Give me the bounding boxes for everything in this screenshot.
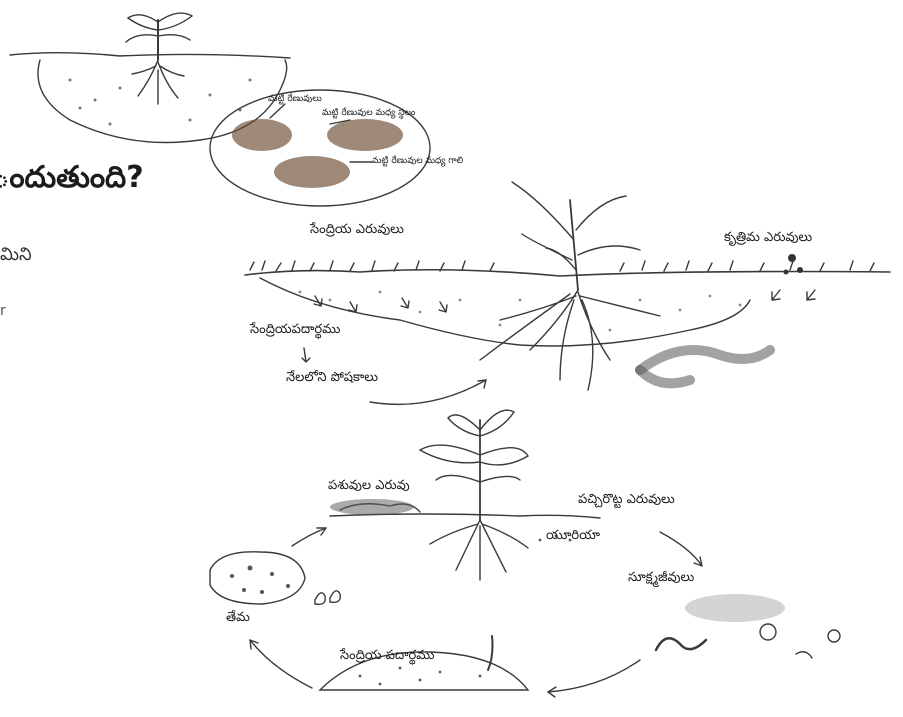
partial-text-char: r (0, 303, 6, 319)
label-green-manure: పచ్చిరొట్ట ఎరువులు (578, 492, 675, 510)
label-organic-matter: సేంద్రియపదార్థము (250, 322, 340, 340)
partial-heading: ందుతుంది? (0, 160, 144, 202)
label-microbes: సూక్ష్మజీవులు (628, 570, 694, 588)
label-urea: యూరియా (546, 528, 600, 546)
partial-text-line: మిని (0, 244, 32, 269)
label-chemical-fertilizers: కృత్రిమ ఎరువులు (724, 230, 812, 248)
label-soil-particles: మట్టి రేణువులు (268, 94, 322, 106)
label-organic-fertilizers: సేంద్రియ ఎరువులు (310, 222, 404, 240)
label-organic-substance: సేంద్రియ పదార్థము (340, 648, 434, 666)
label-soil-nutrients: నేలలోని పోషకాలు (286, 370, 378, 388)
label-space-between-particles: మట్టి రేణువుల మధ్య స్థలం (322, 108, 416, 120)
nutrient-cycle-bottom (210, 410, 840, 697)
label-animal-manure: పశువుల ఎరువు (328, 478, 410, 496)
label-air-between-particles: మట్టి రేణువుల మధ్య గాలి (372, 156, 463, 168)
label-moisture: తేమ (226, 610, 250, 628)
